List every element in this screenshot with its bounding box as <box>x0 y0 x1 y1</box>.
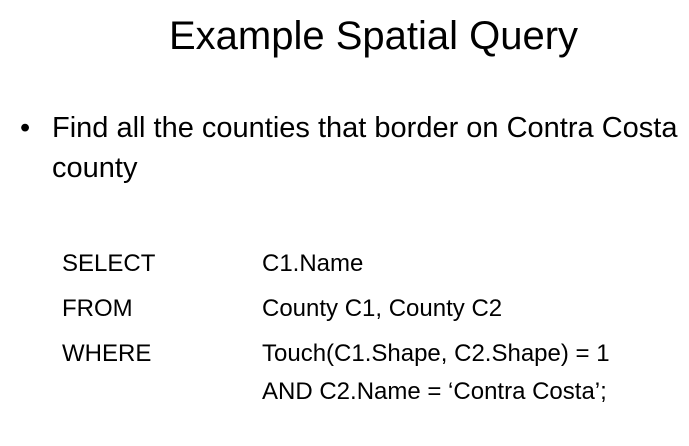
sql-keyword-where: WHERE <box>62 340 152 367</box>
sql-where-expr: Touch(C1.Shape, C2.Shape) = 1 <box>262 340 610 367</box>
sql-select-row: SELECT C1.Name <box>62 250 672 290</box>
sql-where-expr-continued: AND C2.Name = ‘Contra Costa’; <box>262 378 607 405</box>
sql-where-row: WHERE Touch(C1.Shape, C2.Shape) = 1 AND … <box>62 340 672 420</box>
sql-select-expr: C1.Name <box>262 250 364 277</box>
sql-from-row: FROM County C1, County C2 <box>62 295 672 335</box>
sql-keyword-select: SELECT <box>62 250 156 277</box>
bullet-text: Find all the counties that border on Con… <box>52 112 678 184</box>
sql-keyword-from: FROM <box>62 295 133 322</box>
bullet-marker: • <box>20 112 31 144</box>
sql-from-expr: County C1, County C2 <box>262 295 503 322</box>
slide-title: Example Spatial Query <box>168 14 579 58</box>
